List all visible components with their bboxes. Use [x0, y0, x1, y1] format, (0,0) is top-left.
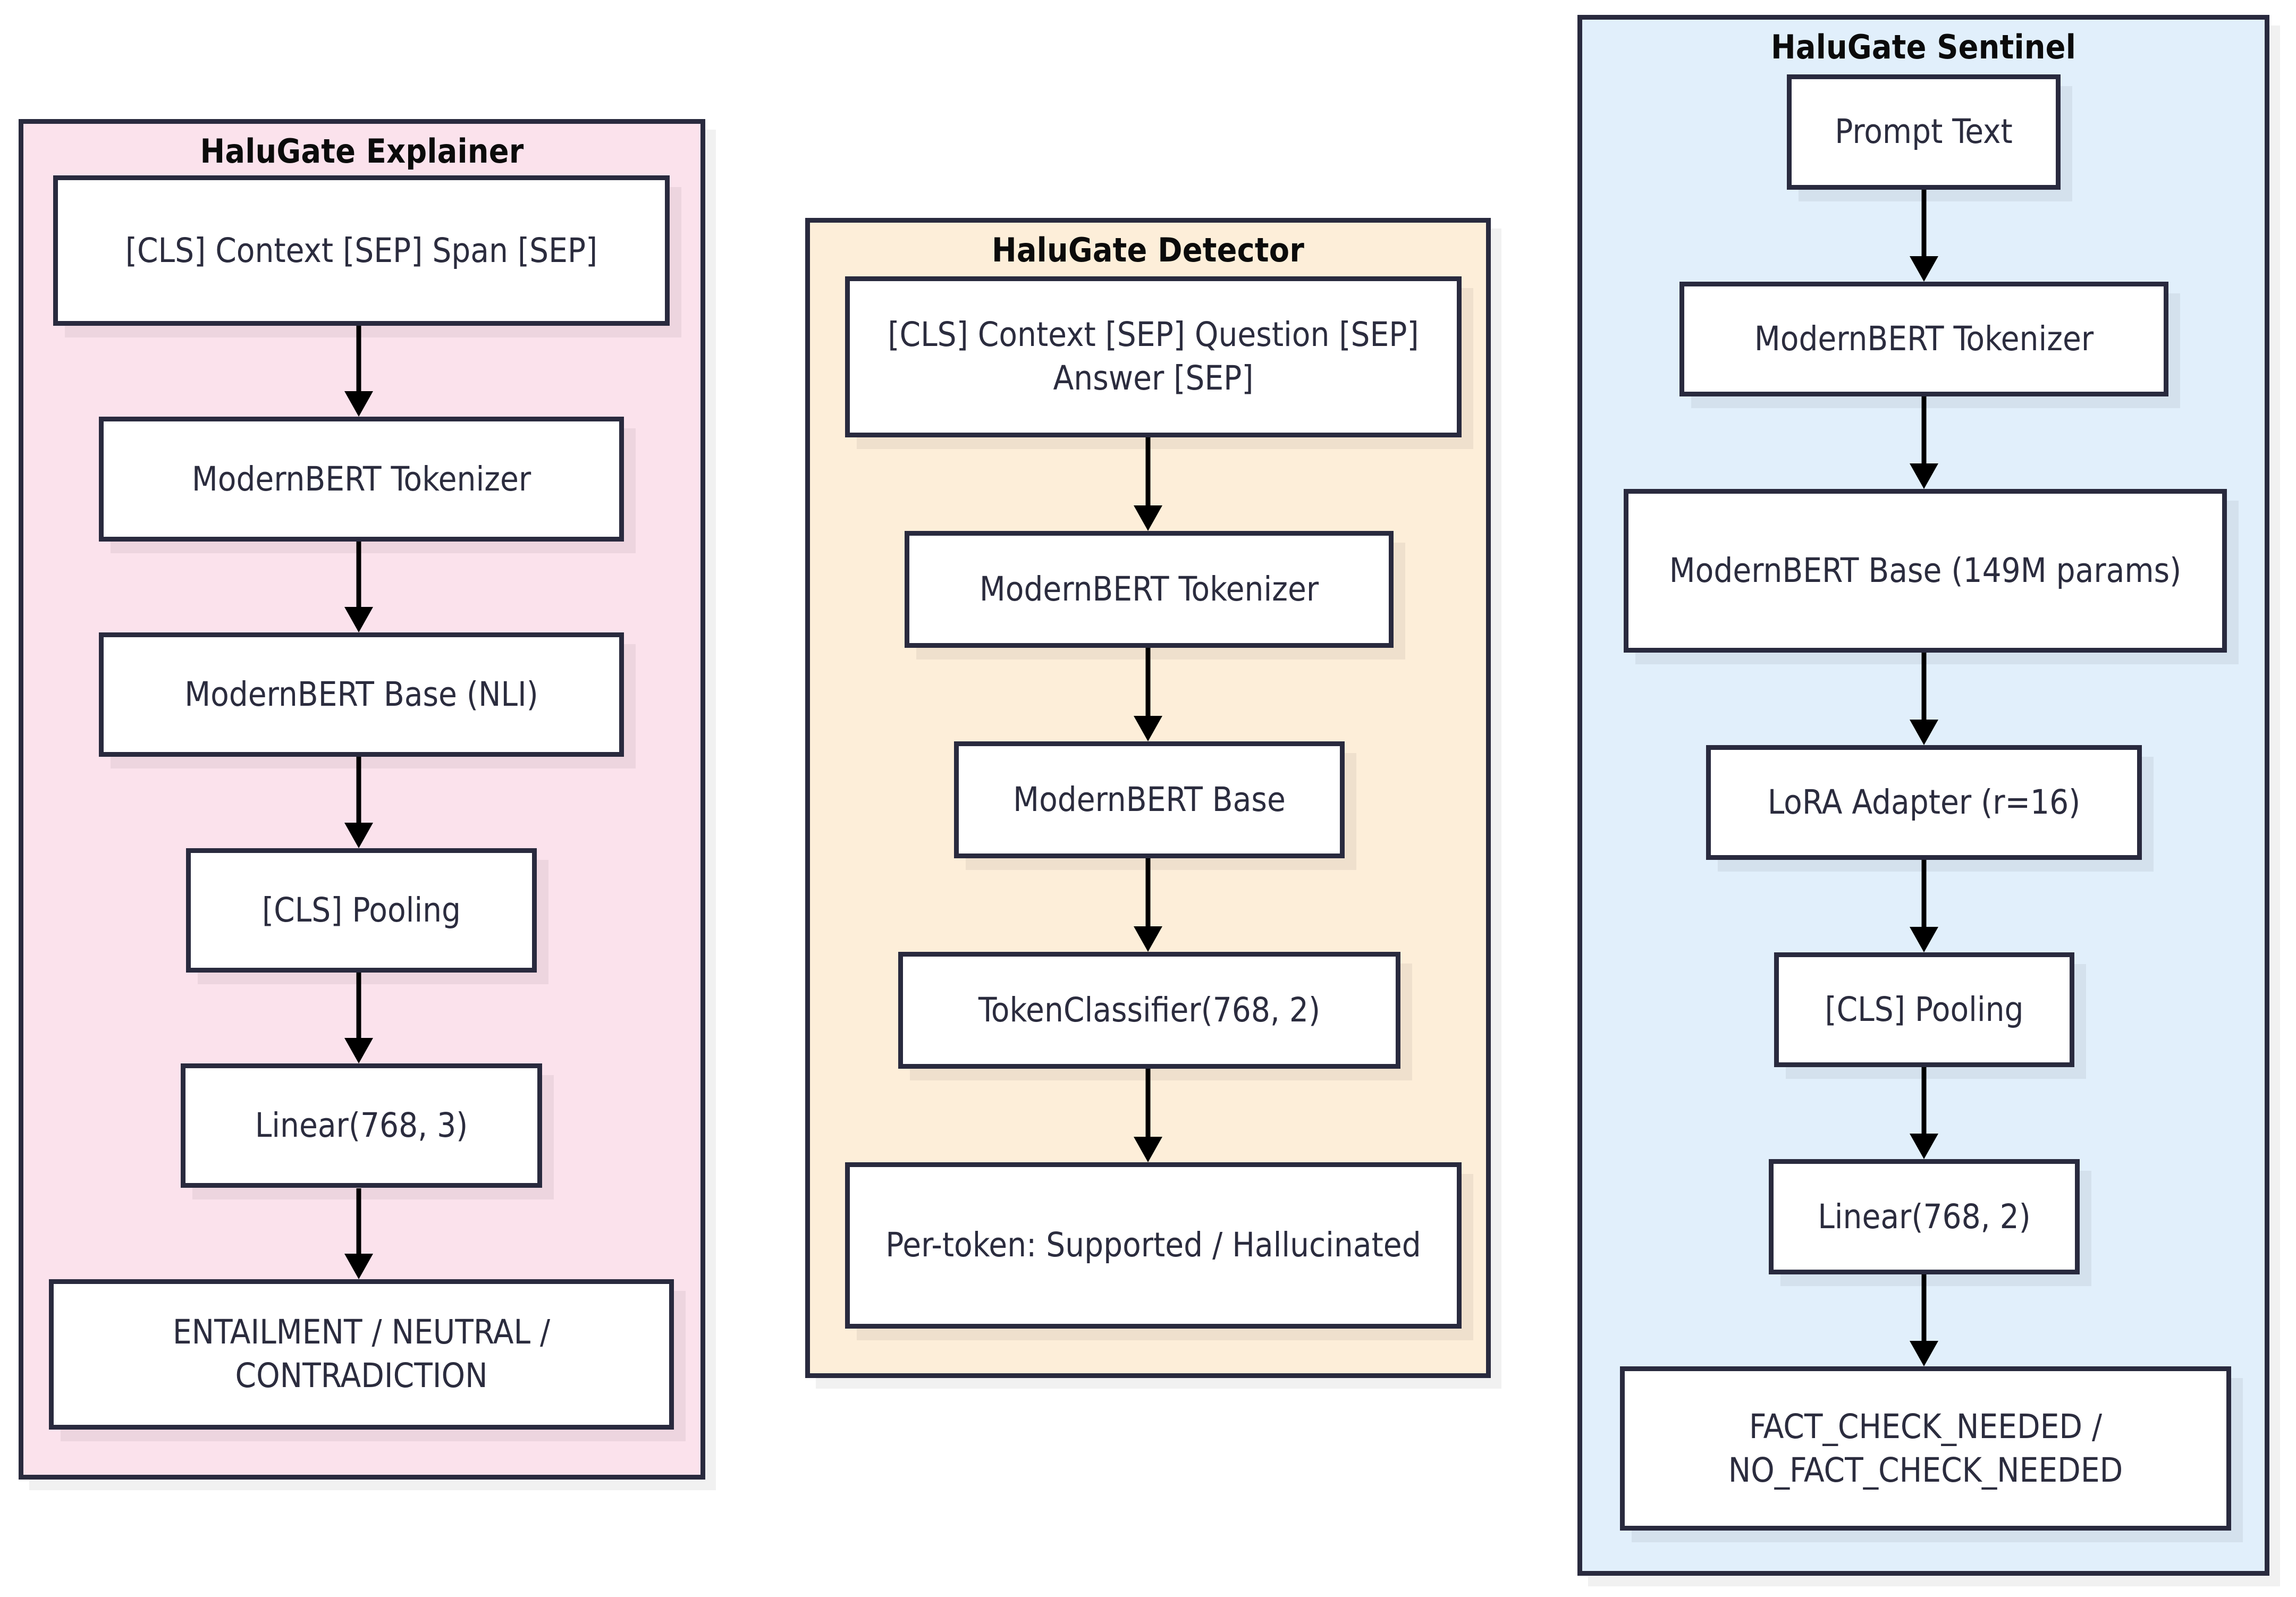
node-label: [CLS] Pooling	[261, 890, 461, 930]
node-label: FACT_CHECK_NEEDED / NO_FACT_CHECK_NEEDED	[1728, 1407, 2123, 1490]
node-exp-linear: Linear(768, 3)	[181, 1063, 542, 1188]
node-sen-pooling: [CLS] Pooling	[1774, 952, 2074, 1068]
subgraph-title-explainer: HaluGate Explainer	[200, 132, 524, 171]
node-label: [CLS] Context [SEP] Span [SEP]	[125, 231, 598, 270]
node-label: LoRA Adapter (r=16)	[1767, 783, 2081, 822]
node-label: ModernBERT Base (NLI)	[184, 675, 538, 714]
node-label: Linear(768, 2)	[1818, 1197, 2031, 1236]
node-label: ModernBERT Base	[1013, 780, 1286, 819]
node-det-classifier: TokenClassifier(768, 2)	[898, 951, 1400, 1069]
node-label: ModernBERT Base (149M params)	[1669, 551, 2182, 590]
node-label: TokenClassifier(768, 2)	[978, 990, 1321, 1029]
node-exp-tokenizer: ModernBERT Tokenizer	[99, 417, 624, 542]
node-label: ModernBERT Tokenizer	[979, 569, 1319, 609]
node-label: ENTAILMENT / NEUTRAL / CONTRADICTION	[172, 1313, 551, 1396]
node-det-base: ModernBERT Base	[954, 741, 1345, 858]
node-label: [CLS] Context [SEP] Question [SEP] Answe…	[888, 315, 1419, 398]
node-sen-base: ModernBERT Base (149M params)	[1624, 488, 2227, 653]
node-label: ModernBERT Tokenizer	[1754, 319, 2094, 359]
subgraph-title-sentinel: HaluGate Sentinel	[1770, 28, 2076, 66]
node-sen-prompt: Prompt Text	[1787, 74, 2061, 190]
node-det-output: Per-token: Supported / Hallucinated	[845, 1162, 1462, 1329]
node-label: Prompt Text	[1835, 112, 2013, 151]
subgraph-title-detector: HaluGate Detector	[991, 231, 1305, 269]
node-label: Per-token: Supported / Hallucinated	[885, 1226, 1421, 1265]
subgraph-explainer	[19, 119, 705, 1480]
node-sen-lora: LoRA Adapter (r=16)	[1706, 745, 2142, 860]
node-exp-base: ModernBERT Base (NLI)	[99, 632, 624, 757]
node-label: [CLS] Pooling	[1825, 990, 2024, 1029]
node-exp-pooling: [CLS] Pooling	[186, 848, 537, 973]
node-det-input: [CLS] Context [SEP] Question [SEP] Answe…	[845, 276, 1462, 437]
node-exp-input: [CLS] Context [SEP] Span [SEP]	[53, 175, 670, 326]
node-sen-output: FACT_CHECK_NEEDED / NO_FACT_CHECK_NEEDED	[1620, 1366, 2231, 1531]
node-exp-output: ENTAILMENT / NEUTRAL / CONTRADICTION	[49, 1279, 674, 1430]
node-det-tokenizer: ModernBERT Tokenizer	[905, 530, 1394, 648]
node-sen-linear: Linear(768, 2)	[1769, 1159, 2080, 1275]
node-label: Linear(768, 3)	[255, 1106, 468, 1145]
node-sen-tokenizer: ModernBERT Tokenizer	[1679, 281, 2168, 397]
node-label: ModernBERT Tokenizer	[191, 459, 531, 498]
